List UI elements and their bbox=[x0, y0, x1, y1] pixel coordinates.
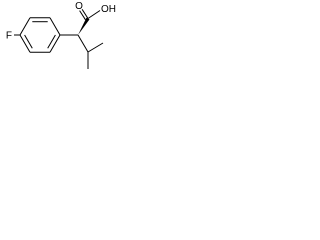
fluorine-label: F bbox=[6, 31, 12, 42]
methyl-bond bbox=[87, 42, 104, 53]
carbonyl-bond-second bbox=[79, 10, 86, 21]
molecule-structure: F O OH bbox=[6, 1, 116, 69]
carbonyl-bond bbox=[81, 9, 89, 19]
isopropyl-bond bbox=[77, 34, 89, 53]
ring-bond bbox=[49, 17, 61, 36]
ring-bond bbox=[19, 34, 31, 53]
ring-double-bond bbox=[47, 34, 56, 49]
wedge-bond bbox=[78, 17, 90, 35]
ring-double-bond bbox=[24, 34, 33, 49]
structure-canvas: F O OH bbox=[0, 0, 130, 77]
hydroxyl-bond bbox=[87, 10, 101, 19]
hydroxyl-label: OH bbox=[101, 4, 116, 15]
oxygen-label: O bbox=[75, 1, 83, 12]
ring-bond bbox=[19, 17, 31, 36]
benzene-ring bbox=[19, 17, 61, 53]
ring-bond bbox=[49, 34, 61, 53]
